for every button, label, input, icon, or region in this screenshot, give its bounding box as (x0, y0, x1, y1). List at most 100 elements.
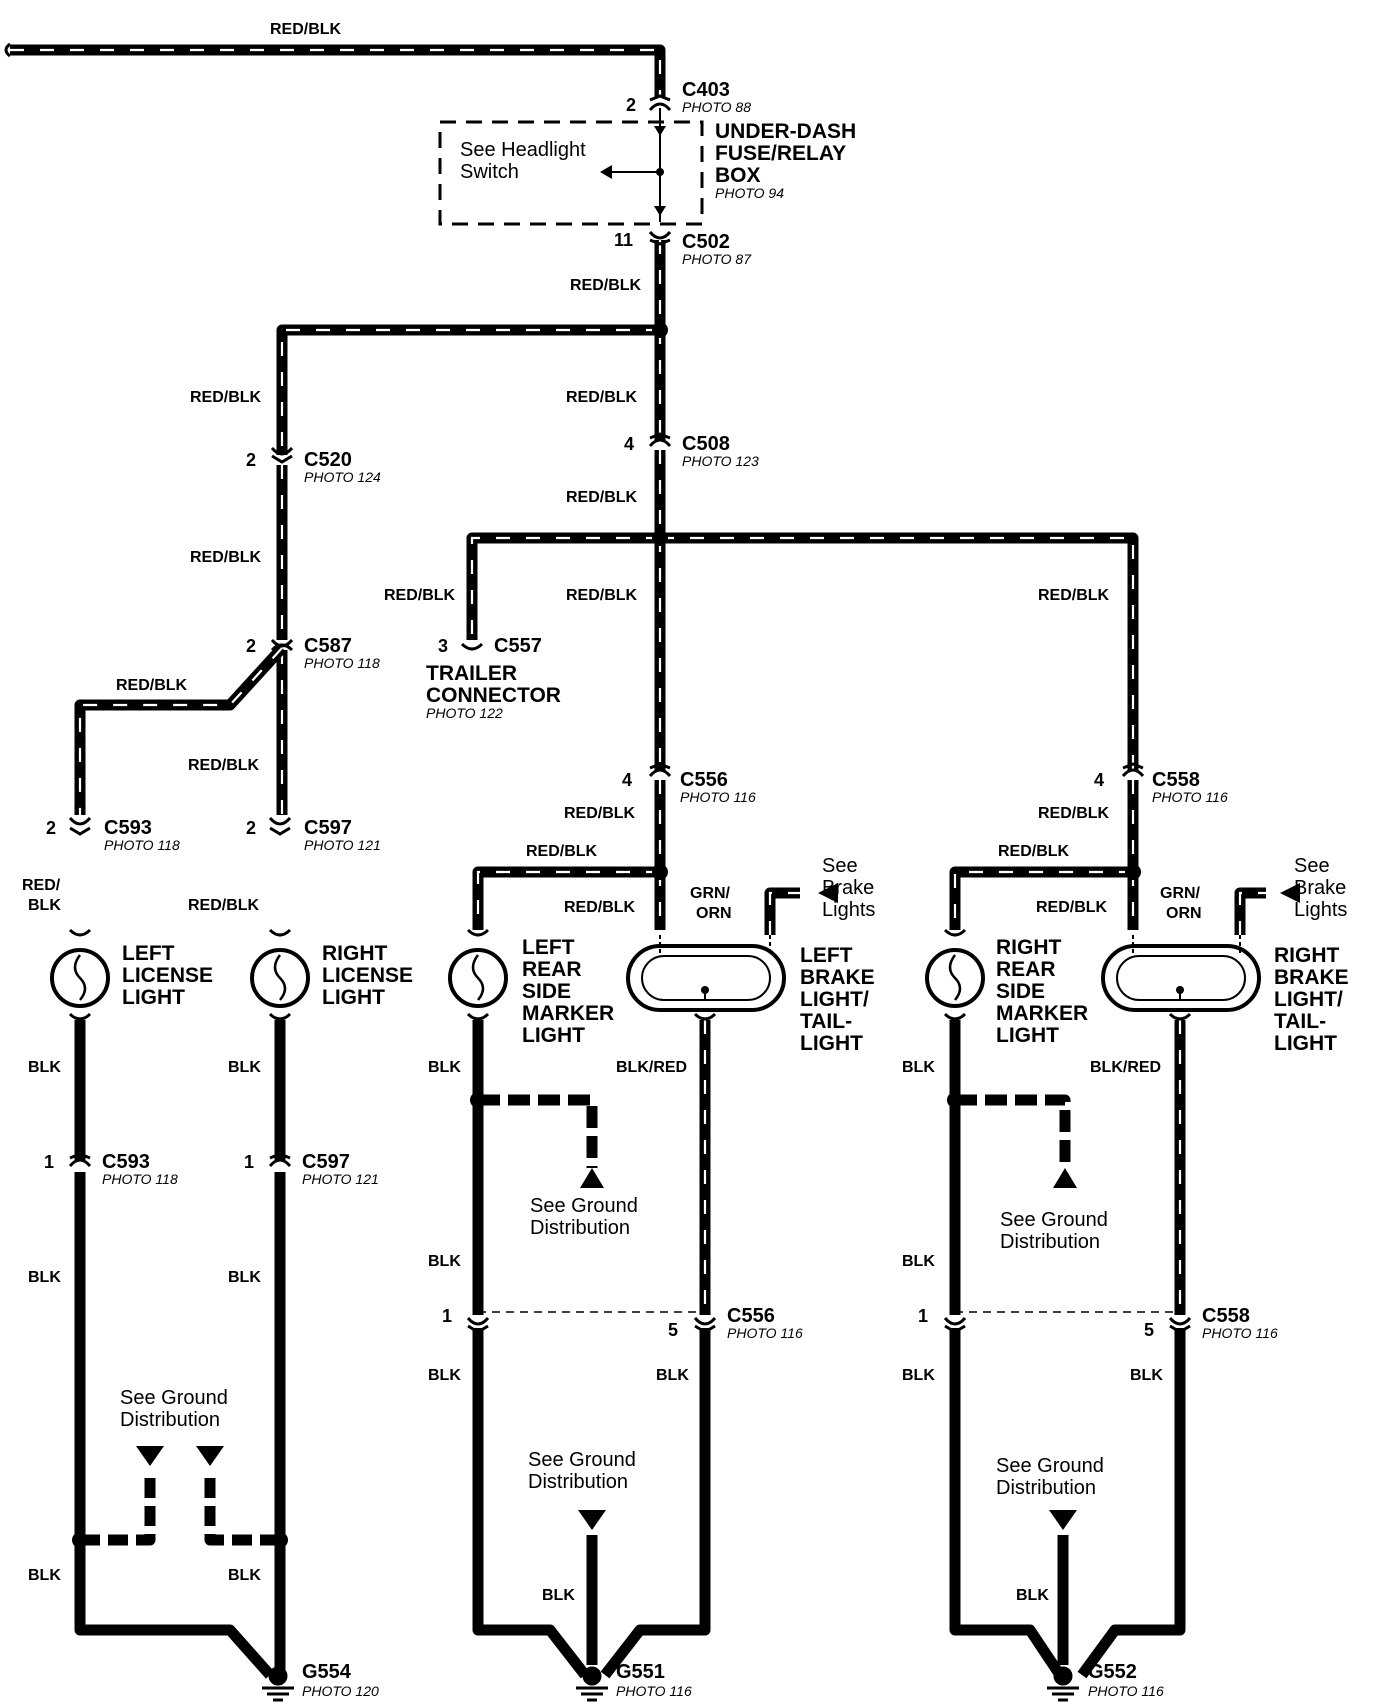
connector-photo: PHOTO 118 (304, 655, 380, 671)
see-ground-distribution-note: See Ground Distribution (996, 1455, 1109, 1499)
pin-number: 1 (442, 1306, 452, 1326)
pin-number: 2 (246, 636, 256, 656)
ground-photo: PHOTO 116 (616, 1683, 692, 1699)
wire-label: RED/BLK (566, 587, 638, 604)
ground-wires (74, 1020, 1186, 1679)
wire-label: BLK (902, 1367, 935, 1384)
wire-label: BLK (656, 1367, 689, 1384)
wire-label: BLK (542, 1587, 575, 1604)
wire-label: BLK (1130, 1367, 1163, 1384)
connector-id: C556 (680, 769, 728, 791)
pin-number: 2 (46, 818, 56, 838)
pin-number: 1 (44, 1152, 54, 1172)
pin-number: 5 (668, 1320, 678, 1340)
left-brake-tail-light-label: LEFT BRAKE LIGHT/ TAIL- LIGHT (800, 944, 881, 1055)
connector-photo: PHOTO 87 (682, 251, 752, 267)
connector-photo: PHOTO 121 (302, 1171, 379, 1187)
wire-label: GRN/ ORN (690, 885, 734, 922)
right-license-light-label: RIGHT LICENSE LIGHT (322, 942, 419, 1009)
connector-photo: PHOTO 123 (682, 453, 759, 469)
trailer-connector-label: TRAILER CONNECTOR (426, 662, 561, 707)
wire-label: BLK (428, 1367, 461, 1384)
wire-label: RED/BLK (1036, 899, 1108, 916)
wire-label: RED/BLK (570, 277, 642, 294)
see-ground-distribution-note: See Ground Distribution (1000, 1209, 1113, 1253)
fuse-box-photo: PHOTO 94 (715, 185, 784, 201)
ground-id: G554 (302, 1661, 352, 1683)
feed-wires (10, 44, 1266, 935)
connector-id: C593 (104, 817, 152, 839)
ground-id: G552 (1088, 1661, 1137, 1683)
connector-id: C502 (682, 231, 730, 253)
wire-label: RED/BLK (188, 897, 260, 914)
wire-label: BLK (1016, 1587, 1049, 1604)
wire-label: BLK (28, 1567, 61, 1584)
pin-number: 2 (246, 818, 256, 838)
wire-color-labels: RED/BLK RED/BLK RED/BLK RED/BLK RED/BLK … (22, 21, 1204, 1604)
wire-label: RED/BLK (564, 805, 636, 822)
wire-label: RED/BLK (564, 899, 636, 916)
connector-photo: PHOTO 118 (104, 837, 180, 853)
trailer-connector-photo: PHOTO 122 (426, 705, 503, 721)
left-rear-side-marker-label: LEFT REAR SIDE MARKER LIGHT (522, 936, 620, 1047)
pin-number: 5 (1144, 1320, 1154, 1340)
right-brake-tail-bulb-icon (1101, 935, 1261, 1012)
connector-photo: PHOTO 116 (1152, 789, 1228, 805)
wire-label: RED/BLK (998, 843, 1070, 860)
wire-label: BLK (228, 1059, 261, 1076)
wire-label: BLK (28, 1269, 61, 1286)
ground-photo: PHOTO 120 (302, 1683, 379, 1699)
fuse-box-title: UNDER-DASH FUSE/RELAY BOX (715, 120, 862, 187)
connector-id: C597 (302, 1151, 350, 1173)
wire-label: RED/BLK (566, 389, 638, 406)
pin-number: 1 (244, 1152, 254, 1172)
connector-id: C508 (682, 433, 730, 455)
ground-symbol-icon (262, 1666, 1079, 1702)
wire-label: RED/BLK (188, 757, 260, 774)
splice-dots (72, 322, 1141, 1548)
connector-symbols (68, 94, 1192, 1334)
connector-photo: PHOTO 88 (682, 99, 751, 115)
pin-number: 3 (438, 636, 448, 656)
left-license-light-label: LEFT LICENSE LIGHT (122, 942, 219, 1009)
wire-label: RED/BLK (1038, 805, 1110, 822)
connector-photo: PHOTO 124 (304, 469, 381, 485)
left-side-marker-bulb-icon (448, 948, 508, 1008)
wire-label: RED/BLK (526, 843, 598, 860)
wire-label: BLK (902, 1059, 935, 1076)
wire-label: BLK/RED (1090, 1059, 1161, 1076)
arrow-left-icon (818, 883, 1300, 903)
wire-label: BLK/RED (616, 1059, 687, 1076)
ground-arrow-icon (136, 1168, 1077, 1530)
under-dash-fuse-relay-box: See Headlight Switch UNDER-DASH FUSE/REL… (438, 108, 862, 226)
wire-label: GRN/ ORN (1160, 885, 1204, 922)
wire-label: BLK (902, 1253, 935, 1270)
connector-id: C557 (494, 635, 542, 657)
right-license-bulb-icon (250, 948, 310, 1008)
left-brake-tail-bulb-icon (626, 935, 786, 1012)
connector-labels: 2 C403 PHOTO 88 11 C502 PHOTO 87 2 C520 … (44, 79, 1278, 1341)
pin-number: 1 (918, 1306, 928, 1326)
pin-number: 4 (624, 434, 634, 454)
right-side-marker-bulb-icon (925, 948, 985, 1008)
see-ground-distribution-note: See Ground Distribution (530, 1195, 643, 1239)
pin-number: 11 (614, 230, 633, 250)
connector-photo: PHOTO 116 (680, 789, 756, 805)
connector-id: C556 (727, 1305, 775, 1327)
see-brake-lights-note: See Brake Lights (1294, 855, 1352, 921)
see-brake-lights-note: See Brake Lights (822, 855, 880, 921)
right-rear-side-marker-label: RIGHT REAR SIDE MARKER LIGHT (996, 936, 1094, 1047)
ground-id: G551 (616, 1661, 665, 1683)
pin-number: 2 (246, 450, 256, 470)
wire-label: RED/ BLK (22, 877, 65, 914)
connector-id: C597 (304, 817, 352, 839)
connector-id: C520 (304, 449, 352, 471)
connector-id: C587 (304, 635, 352, 657)
pin-number: 4 (1094, 770, 1104, 790)
pin-number: 4 (622, 770, 632, 790)
wire-label: BLK (228, 1567, 261, 1584)
right-brake-tail-light-label: RIGHT BRAKE LIGHT/ TAIL- LIGHT (1274, 944, 1355, 1055)
wire-label: BLK (428, 1253, 461, 1270)
wire-label: BLK (28, 1059, 61, 1076)
